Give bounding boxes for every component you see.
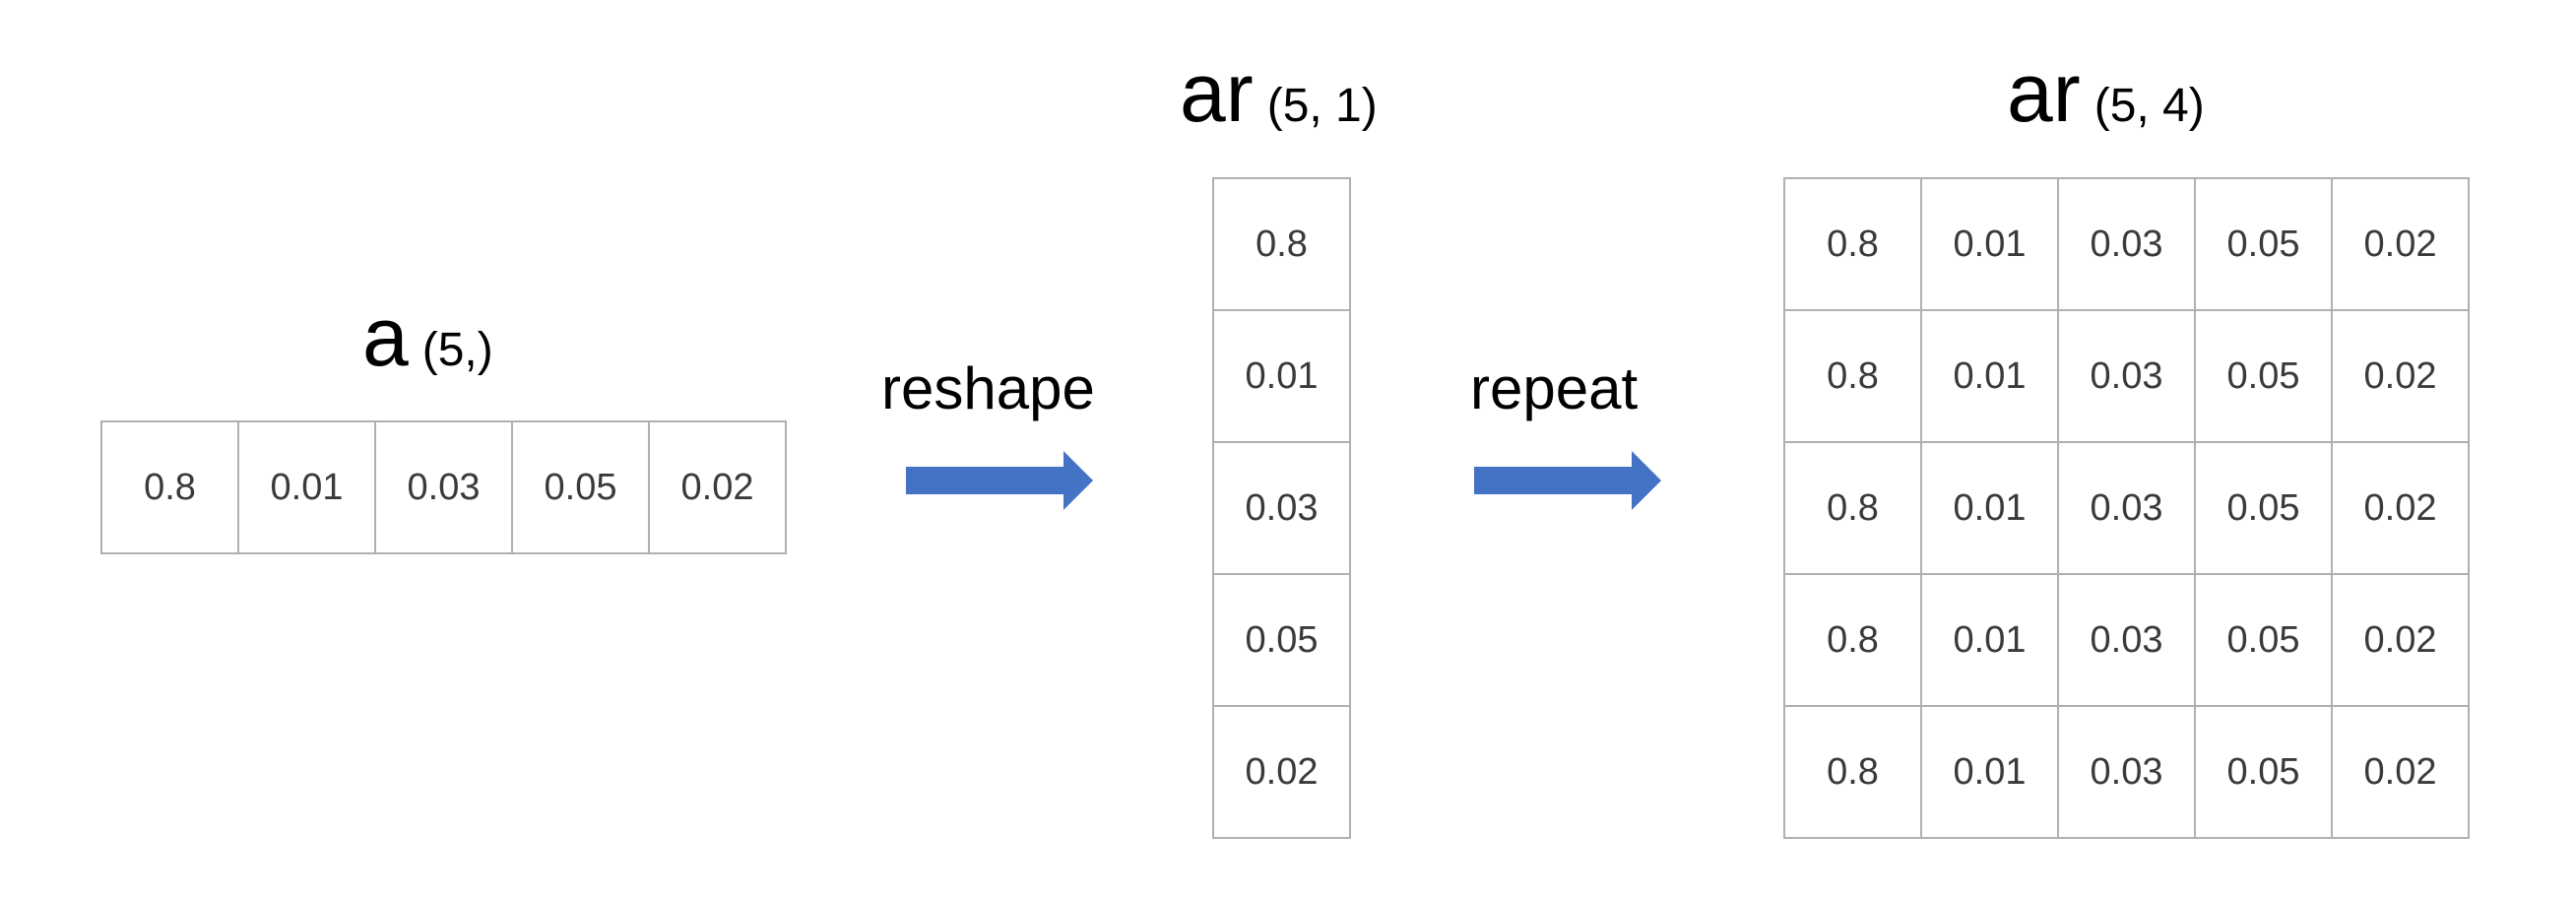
array-cell: 0.02 <box>2333 575 2470 707</box>
array-cell: 0.02 <box>2333 179 2470 311</box>
array-cell: 0.8 <box>1214 179 1351 311</box>
array-cell: 0.03 <box>2059 179 2196 311</box>
array-ar-column-name: ar <box>1180 46 1254 139</box>
array-cell: 0.8 <box>1785 311 1922 443</box>
array-cell: 0.8 <box>1785 179 1922 311</box>
array-cell: 0.02 <box>2333 311 2470 443</box>
array-cell: 0.01 <box>239 422 376 554</box>
array-cell: 0.03 <box>2059 443 2196 575</box>
repeat-arrow-shape <box>1474 451 1661 510</box>
array-cell: 0.05 <box>2196 311 2333 443</box>
array-a-shape: (5,) <box>421 324 493 376</box>
array-cell: 0.8 <box>102 422 239 554</box>
array-cell: 0.01 <box>1922 311 2059 443</box>
array-cell: 0.05 <box>2196 707 2333 839</box>
repeat-arrow-icon <box>1474 451 1661 510</box>
repeat-label: repeat <box>1470 355 1639 421</box>
reshape-label: reshape <box>881 355 1095 421</box>
array-cell: 0.01 <box>1922 443 2059 575</box>
array-cell: 0.8 <box>1785 443 1922 575</box>
array-a-title: a(5,) <box>362 295 493 378</box>
array-cell: 0.03 <box>1214 443 1351 575</box>
array-cell: 0.02 <box>1214 707 1351 839</box>
array-cell: 0.05 <box>1214 575 1351 707</box>
array-a-name: a <box>362 290 409 383</box>
array-cell: 0.01 <box>1922 179 2059 311</box>
array-cell: 0.01 <box>1922 707 2059 839</box>
array-cell: 0.02 <box>650 422 787 554</box>
array-cell: 0.03 <box>376 422 513 554</box>
array-ar-matrix-name: ar <box>2007 46 2081 139</box>
array-cell: 0.05 <box>2196 575 2333 707</box>
array-ar-matrix-title: ar(5, 4) <box>2007 51 2205 134</box>
array-cell: 0.02 <box>2333 707 2470 839</box>
array-cell: 0.03 <box>2059 707 2196 839</box>
array-ar-column-shape: (5, 1) <box>1266 80 1378 132</box>
array-cell: 0.03 <box>2059 311 2196 443</box>
reshape-arrow-icon <box>906 451 1093 510</box>
array-cell: 0.8 <box>1785 707 1922 839</box>
array-ar-matrix-shape: (5, 4) <box>2093 80 2205 132</box>
reshape-arrow-shape <box>906 451 1093 510</box>
array-cell: 0.01 <box>1214 311 1351 443</box>
array-cell: 0.05 <box>2196 443 2333 575</box>
array-cell: 0.05 <box>513 422 650 554</box>
array-cell: 0.8 <box>1785 575 1922 707</box>
array-cell: 0.05 <box>2196 179 2333 311</box>
array-cell: 0.02 <box>2333 443 2470 575</box>
array-ar-column-title: ar(5, 1) <box>1180 51 1378 134</box>
array-cell: 0.01 <box>1922 575 2059 707</box>
array-cell: 0.03 <box>2059 575 2196 707</box>
